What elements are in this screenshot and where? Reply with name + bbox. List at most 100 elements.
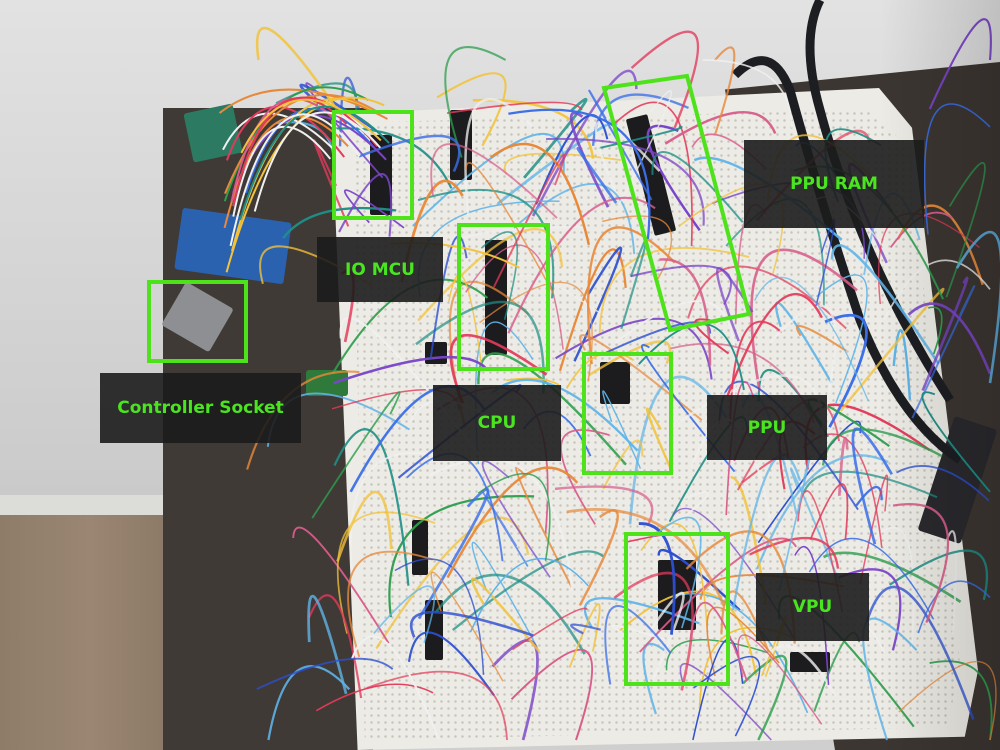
label-text: Controller Socket xyxy=(117,398,284,418)
jumper-wire xyxy=(307,594,348,695)
chip-misc-3 xyxy=(790,652,830,672)
jumper-wire xyxy=(338,173,393,237)
jumper-wire xyxy=(366,670,508,741)
jumper-wire xyxy=(726,292,823,396)
jumper-wire xyxy=(429,235,468,360)
jumper-wire xyxy=(444,46,507,158)
jumper-wire xyxy=(479,281,593,382)
highlight-io-mcu xyxy=(332,110,414,220)
jumper-wire xyxy=(839,287,945,412)
jumper-wire xyxy=(837,436,849,496)
jumper-wire xyxy=(955,230,1000,384)
jumper-wire xyxy=(702,59,793,128)
jumper-wire xyxy=(493,153,566,288)
jumper-wire xyxy=(649,491,710,543)
jumper-wire xyxy=(855,485,883,507)
chip-cpu xyxy=(485,240,507,355)
jumper-wire xyxy=(436,72,507,147)
jumper-wire xyxy=(430,143,558,219)
jumper-wire xyxy=(929,660,993,741)
jumper-wire xyxy=(611,624,666,641)
jumper-wire xyxy=(311,391,401,519)
jumper-wire xyxy=(898,660,997,741)
jumper-wire xyxy=(429,457,574,592)
jumper-wire xyxy=(729,320,783,425)
peripheral-wire xyxy=(224,93,381,194)
jumper-wire xyxy=(756,454,889,570)
jumper-wire xyxy=(892,503,950,624)
label-cpu: CPU xyxy=(433,385,561,461)
jumper-wire xyxy=(737,634,823,725)
jumper-wire xyxy=(794,545,830,685)
jumper-wire xyxy=(489,142,591,246)
jumper-wire xyxy=(797,490,844,613)
label-io-mcu: IO MCU xyxy=(317,237,443,302)
jumper-wire xyxy=(921,276,969,392)
jumper-wire xyxy=(430,571,504,682)
jumper-wire xyxy=(375,516,530,650)
jumper-wire xyxy=(604,605,672,685)
jumper-wire xyxy=(638,522,676,635)
label-text: IO MCU xyxy=(345,259,415,280)
peripheral-wire xyxy=(229,113,361,247)
peripheral-wire xyxy=(218,88,388,120)
jumper-wire xyxy=(830,244,940,365)
jumper-wire xyxy=(907,302,992,375)
jumper-wire xyxy=(659,258,712,366)
jumper-wire xyxy=(469,557,589,633)
jumper-wire xyxy=(292,526,390,644)
jumper-wire xyxy=(409,610,534,638)
jumper-wire xyxy=(888,549,989,600)
peripheral-wire xyxy=(232,96,348,207)
jumper-wire xyxy=(618,590,757,676)
jumper-wire xyxy=(859,474,889,585)
jumper-wire xyxy=(417,487,490,620)
peripheral-wire xyxy=(232,125,332,217)
chip-misc-2 xyxy=(425,600,443,660)
jumper-wire xyxy=(749,536,840,569)
jumper-wire xyxy=(452,550,605,632)
jumper-wire xyxy=(510,648,594,741)
jumper-wire xyxy=(613,571,694,691)
jumper-wire xyxy=(945,161,986,298)
jumper-wire xyxy=(515,466,573,589)
jumper-wire xyxy=(412,132,565,227)
label-ppu-ram: PPU RAM xyxy=(744,140,924,228)
label-text: PPU RAM xyxy=(790,174,878,194)
floor xyxy=(0,515,180,750)
jumper-wire xyxy=(865,526,915,651)
jumper-wire xyxy=(491,639,539,741)
jumper-wire xyxy=(921,391,991,493)
jumper-wire xyxy=(838,568,902,651)
jumper-wire xyxy=(765,644,837,697)
peripheral-wire xyxy=(240,98,382,154)
jumper-wire xyxy=(802,470,938,499)
jumper-wire xyxy=(470,577,540,653)
jumper-wire xyxy=(578,508,619,606)
jumper-wire xyxy=(333,428,410,586)
jumper-wire xyxy=(417,188,555,299)
jumper-wire xyxy=(407,631,495,697)
jumper-wire xyxy=(566,508,726,607)
jumper-wire xyxy=(896,465,990,502)
jumper-wire xyxy=(917,580,991,634)
jumper-wire xyxy=(434,573,586,655)
jumper-wire xyxy=(923,103,991,235)
label-text: PPU xyxy=(747,417,787,438)
jumper-wire xyxy=(928,306,943,355)
jumper-wire xyxy=(373,585,436,644)
jumper-wire xyxy=(512,607,589,651)
highlight-ppu xyxy=(582,352,673,475)
jumper-wire xyxy=(693,655,761,737)
label-text: VPU xyxy=(792,597,833,617)
jumper-wire xyxy=(464,98,534,216)
jumper-wire xyxy=(911,285,976,419)
shadow xyxy=(880,0,1000,750)
jumper-wire xyxy=(477,352,627,466)
jumper-wire xyxy=(583,597,700,628)
jumper-wire xyxy=(883,259,991,321)
jumper-wire xyxy=(481,460,551,578)
jumper-wire xyxy=(415,300,545,394)
jumper-wire xyxy=(645,407,672,469)
jumper-wire xyxy=(652,516,702,629)
